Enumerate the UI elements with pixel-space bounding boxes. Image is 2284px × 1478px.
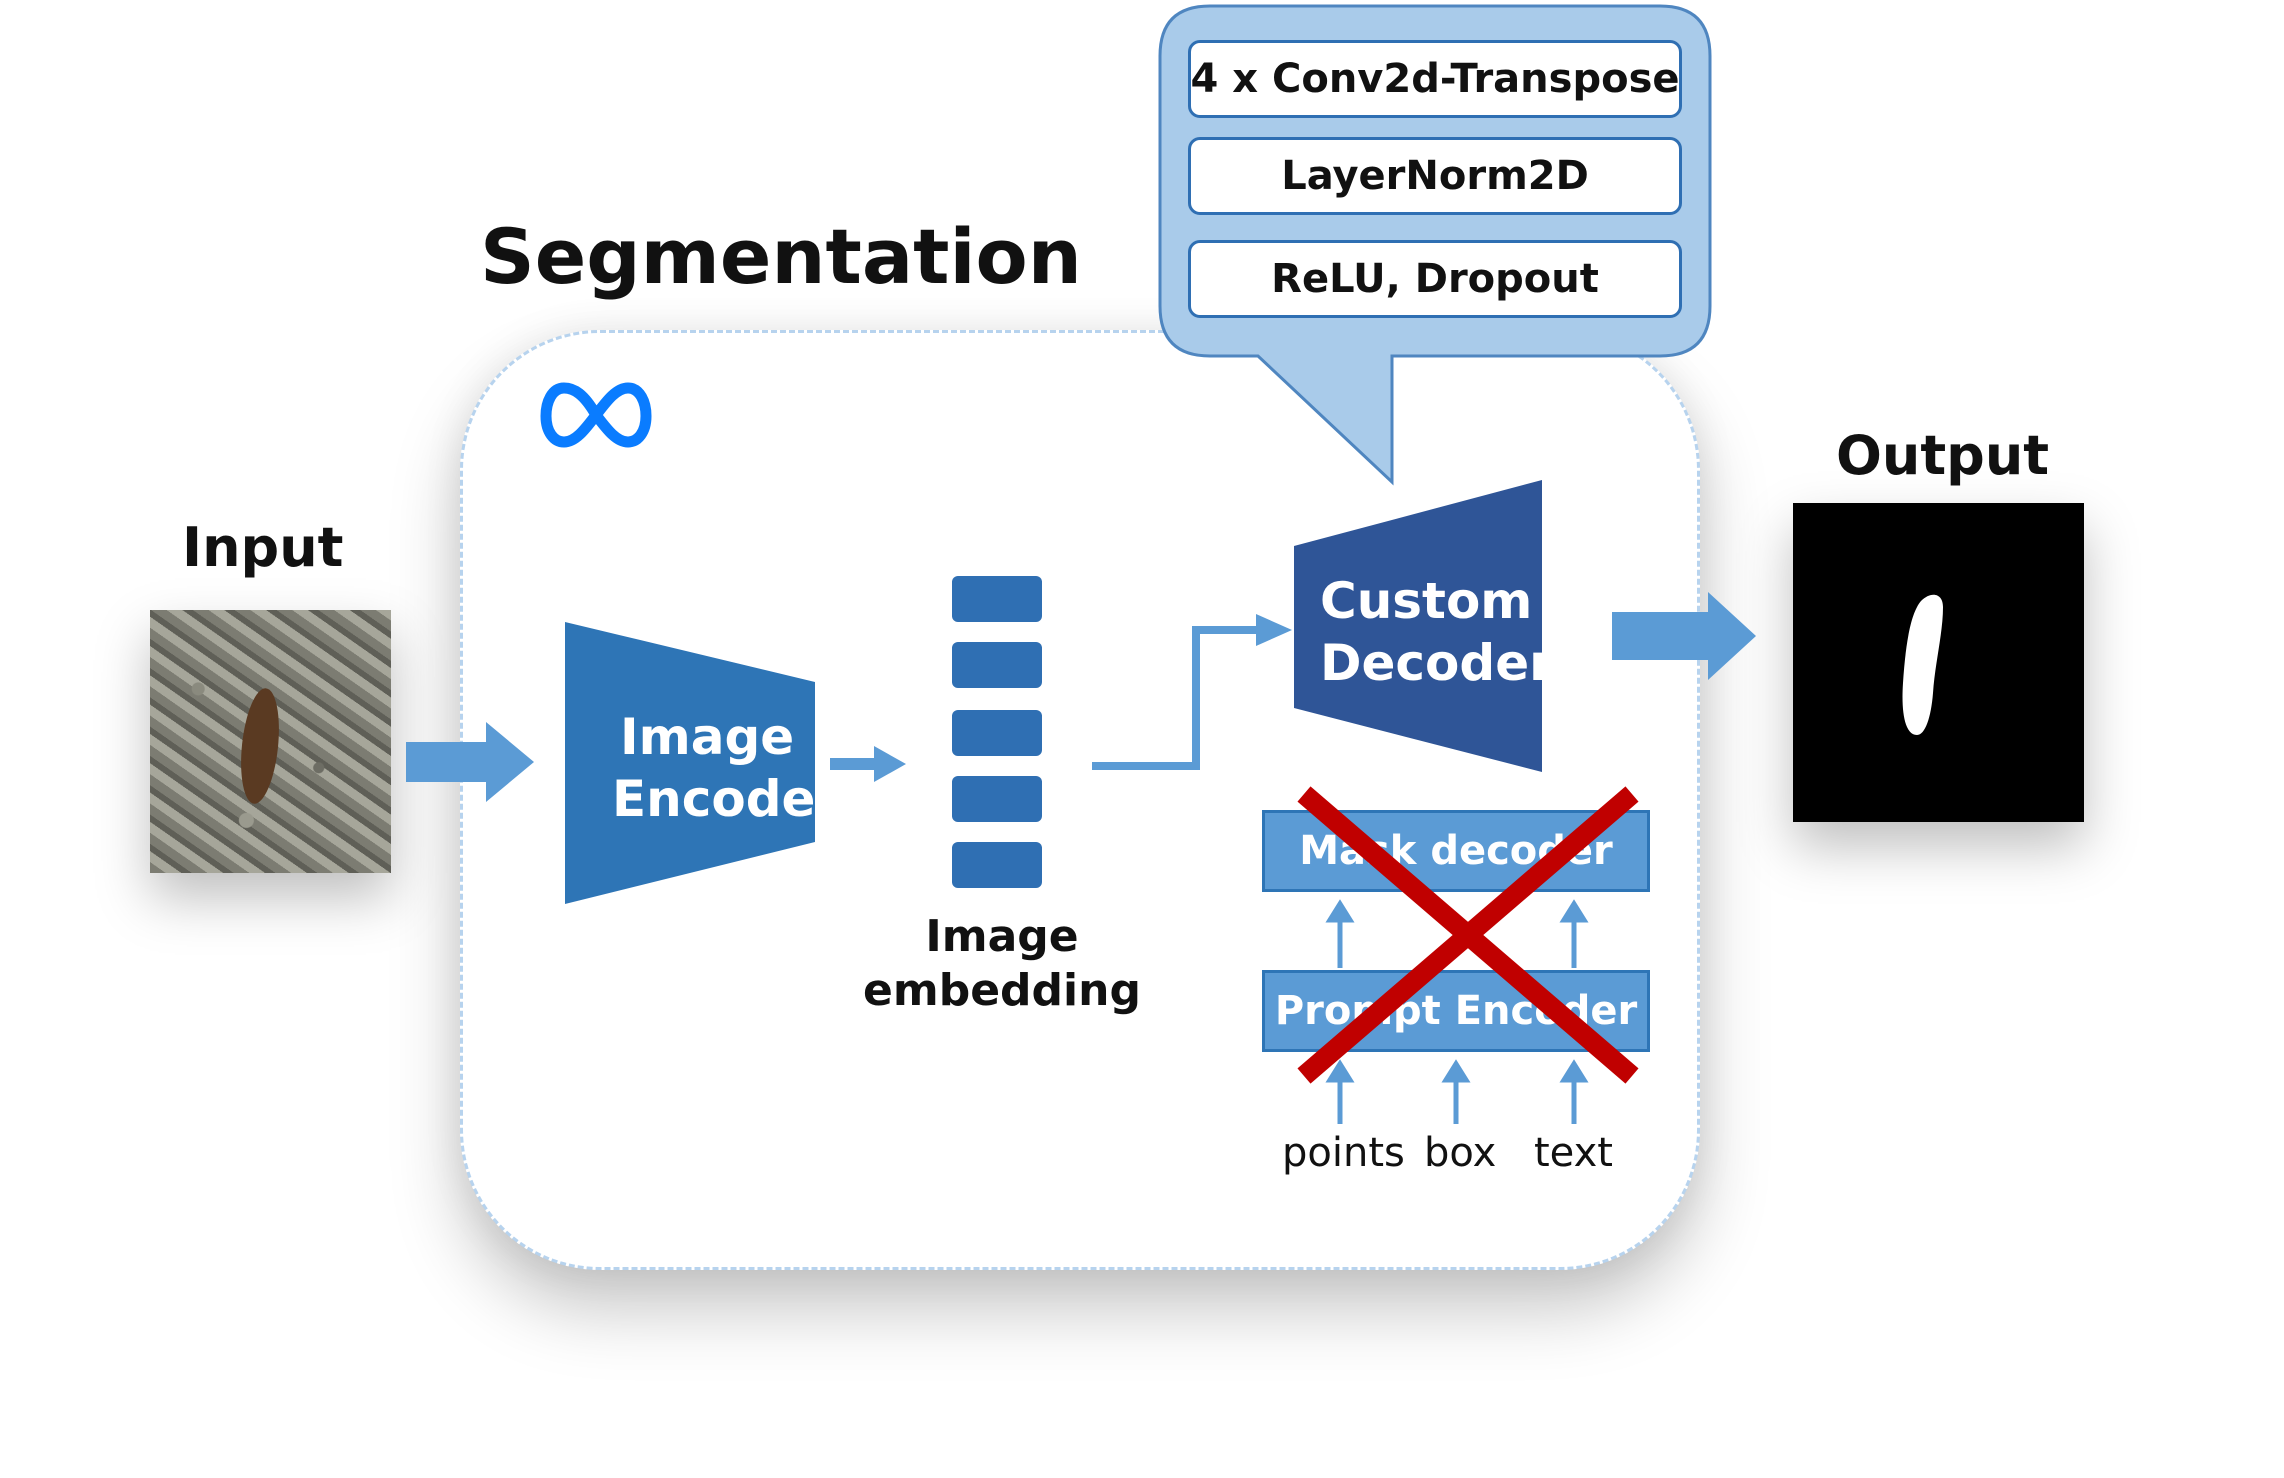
layer-conv2d-transpose: 4 x Conv2d-Transpose: [1188, 40, 1682, 118]
prompt-to-mask-arrows: [1325, 899, 1589, 968]
encoder-to-embedding-arrow: [830, 746, 906, 782]
custom-decoder-shape: [1294, 480, 1542, 772]
output-label: Output: [1836, 424, 2050, 487]
embedding-to-decoder-arrowhead: [1256, 614, 1292, 646]
embedding-block: [952, 842, 1042, 888]
meta-infinity-icon: [540, 382, 652, 448]
embedding-block: [952, 576, 1042, 622]
custom-decoder-label: Custom Decoder: [1320, 572, 1554, 692]
image-encoder-label: Image Encoder: [612, 708, 841, 828]
prompt-points-label: points: [1282, 1130, 1405, 1176]
input-label: Input: [182, 516, 344, 579]
image-encoder-shape: [565, 622, 815, 904]
embedding-block: [952, 710, 1042, 756]
embedding-block: [952, 776, 1042, 822]
embedding-to-decoder-line: [1092, 626, 1258, 770]
image-embedding-label: Image embedding: [863, 911, 1141, 1016]
output-arrow: [1612, 592, 1756, 680]
prompt-text-label: text: [1534, 1130, 1613, 1176]
input-prompt-arrows: [1325, 1059, 1589, 1124]
layer-relu-dropout: ReLU, Dropout: [1188, 240, 1682, 318]
output-mask-image: [1793, 503, 2084, 822]
segmentation-title: Segmentation: [480, 212, 1082, 301]
layer-layernorm2d: LayerNorm2D: [1188, 137, 1682, 215]
prompt-box-label: box: [1424, 1130, 1497, 1176]
input-image: [150, 610, 391, 873]
mask-shape: [1902, 594, 1943, 735]
embedding-block: [952, 642, 1042, 688]
input-arrow: [406, 722, 534, 802]
